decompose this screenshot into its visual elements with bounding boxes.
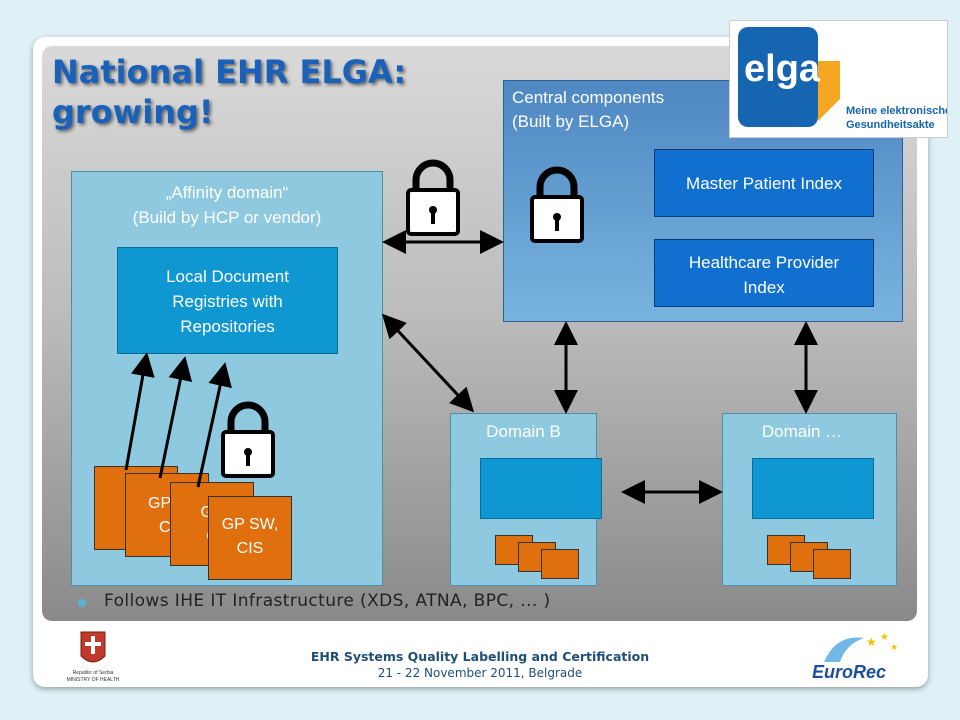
footer-date: 21 - 22 November 2011, Belgrade [377, 666, 583, 680]
healthcare-provider-index-box: Healthcare Provider Index [654, 239, 874, 307]
gp-box-line-1: GP SW, [221, 516, 279, 533]
star-icon: ★ [880, 632, 889, 643]
hpi-line-1: Healthcare Provider [688, 253, 840, 272]
master-patient-index-box: Master Patient Index [654, 149, 874, 217]
local-document-registries-box: Local Document Registries with Repositor… [117, 247, 338, 354]
hpi-line-2: Index [743, 278, 785, 297]
serbia-coat-of-arms-logo: Republic of Serbia MINISTRY OF HEALTH [64, 626, 122, 684]
central-label-line-2: (Built by ELGA) [512, 112, 630, 131]
domain-b-system-box [541, 549, 579, 579]
eurorec-logo: ★ ★ ★ EuroRec [806, 628, 906, 684]
affinity-label-line-1: „Affinity domain“ [165, 183, 289, 202]
central-components-label: Central components (Built by ELGA) [512, 86, 664, 134]
bullet-text: Follows IHE IT Infrastructure (XDS, ATNA… [104, 591, 551, 611]
bullet-dot-icon [78, 599, 86, 607]
star-icon: ★ [890, 642, 898, 652]
elga-logo-tagline-2: Gesundheitsakte [846, 119, 935, 131]
page-title: National EHR ELGA: growing! [52, 52, 512, 132]
mpi-label: Master Patient Index [686, 174, 842, 193]
elga-logo-tagline-1: Meine elektronische [846, 105, 947, 117]
central-label-line-1: Central components [512, 88, 665, 107]
lock-icon [530, 166, 584, 243]
title-line-2: growing! [52, 93, 214, 131]
local-doc-line-1: Local Document [166, 267, 289, 286]
domain-other-registry-box [752, 458, 874, 519]
local-doc-line-3: Repositories [180, 317, 275, 336]
lock-icon [221, 401, 275, 478]
local-doc-line-2: Registries with [172, 292, 283, 311]
star-icon: ★ [866, 635, 877, 649]
title-line-1: National EHR ELGA: [52, 53, 407, 91]
domain-b-label: Domain B [486, 422, 561, 441]
domain-other-label: Domain … [761, 422, 843, 441]
gp-box-line-2: CIS [236, 540, 264, 557]
arrow-icon [158, 356, 193, 479]
elga-logo-graphic: elga Meine elektronische Gesundheitsakte [738, 27, 951, 131]
lock-icon [406, 159, 460, 236]
affinity-label-line-2: (Build by HCP or vendor) [132, 208, 322, 227]
serbia-logo-line-1: Republic of Serbia [73, 670, 114, 676]
serbia-logo-graphic: Republic of Serbia MINISTRY OF HEALTH [67, 631, 120, 683]
elga-logo-word: elga [744, 48, 821, 90]
footer-title: EHR Systems Quality Labelling and Certif… [310, 649, 650, 664]
domain-b-registry-box [480, 458, 602, 519]
arrow-icon [196, 362, 232, 488]
arrow-icon [124, 352, 155, 471]
domain-other-system-box [813, 549, 851, 579]
serbia-logo-line-2: MINISTRY OF HEALTH [67, 677, 120, 683]
gp-software-box: GP SW, CIS [208, 496, 292, 580]
eurorec-logo-word: EuroRec [812, 662, 886, 682]
elga-logo: elga Meine elektronische Gesundheitsakte [729, 20, 951, 138]
eurorec-logo-graphic: ★ ★ ★ EuroRec [812, 632, 898, 682]
double-arrow-icon [381, 313, 475, 413]
affinity-domain-label: „Affinity domain“ (Build by HCP or vendo… [71, 180, 383, 230]
